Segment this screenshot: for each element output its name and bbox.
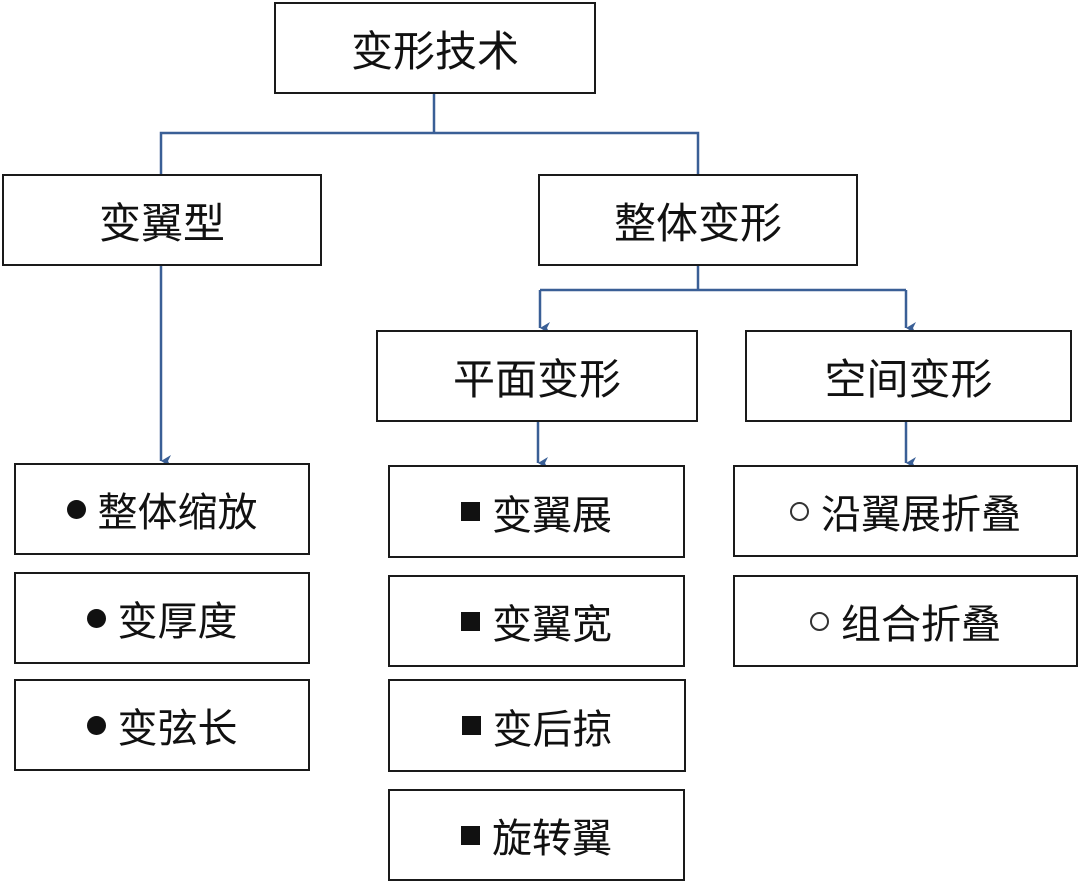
wing-type-item-label: 变厚度 — [117, 599, 238, 645]
filled-square-bullet-icon — [461, 825, 480, 845]
planar-item: 变后掠 — [388, 679, 686, 772]
wing-type-item: 变厚度 — [14, 572, 310, 664]
hollow-circle-bullet-icon — [810, 611, 829, 631]
planar-item: 变翼展 — [388, 465, 685, 558]
spatial-item: 沿翼展折叠 — [733, 465, 1078, 557]
planar-item: 变翼宽 — [388, 575, 685, 667]
spatial-deformation-node: 空间变形 — [745, 330, 1072, 422]
planar-item-label: 变翼展 — [492, 492, 612, 539]
wing-type-item-label: 整体缩放 — [97, 490, 258, 536]
wing-type-item-label: 变弦长 — [117, 706, 238, 752]
filled-square-bullet-icon — [461, 502, 480, 521]
root-node: 变形技术 — [274, 2, 596, 94]
spatial-deformation-node-label: 空间变形 — [824, 354, 993, 404]
wing-type-item: 变弦长 — [14, 679, 310, 771]
hollow-circle-bullet-icon — [790, 501, 809, 521]
filled-square-bullet-icon — [461, 716, 481, 735]
whole-deformation-node: 整体变形 — [538, 174, 858, 266]
root-node-label: 变形技术 — [350, 26, 519, 76]
spatial-item-label: 沿翼展折叠 — [821, 492, 1021, 538]
planar-item: 旋转翼 — [388, 789, 685, 881]
planar-deformation-node-label: 平面变形 — [452, 354, 621, 404]
planar-deformation-node: 平面变形 — [376, 330, 698, 422]
filled-circle-bullet-icon — [86, 608, 106, 628]
spatial-item: 组合折叠 — [733, 575, 1078, 667]
spatial-item-label: 组合折叠 — [841, 602, 1001, 648]
filled-circle-bullet-icon — [66, 499, 86, 519]
wing-type-node-label: 变翼型 — [98, 198, 225, 248]
planar-item-label: 旋转翼 — [492, 816, 612, 862]
filled-square-bullet-icon — [461, 611, 480, 631]
planar-item-label: 变翼宽 — [492, 602, 612, 648]
whole-deformation-node-label: 整体变形 — [613, 198, 782, 248]
wing-type-item: 整体缩放 — [14, 463, 310, 555]
filled-circle-bullet-icon — [86, 715, 106, 735]
planar-item-label: 变后掠 — [492, 706, 613, 753]
connector-root-to-children — [159, 131, 700, 174]
wing-type-node: 变翼型 — [2, 174, 322, 266]
